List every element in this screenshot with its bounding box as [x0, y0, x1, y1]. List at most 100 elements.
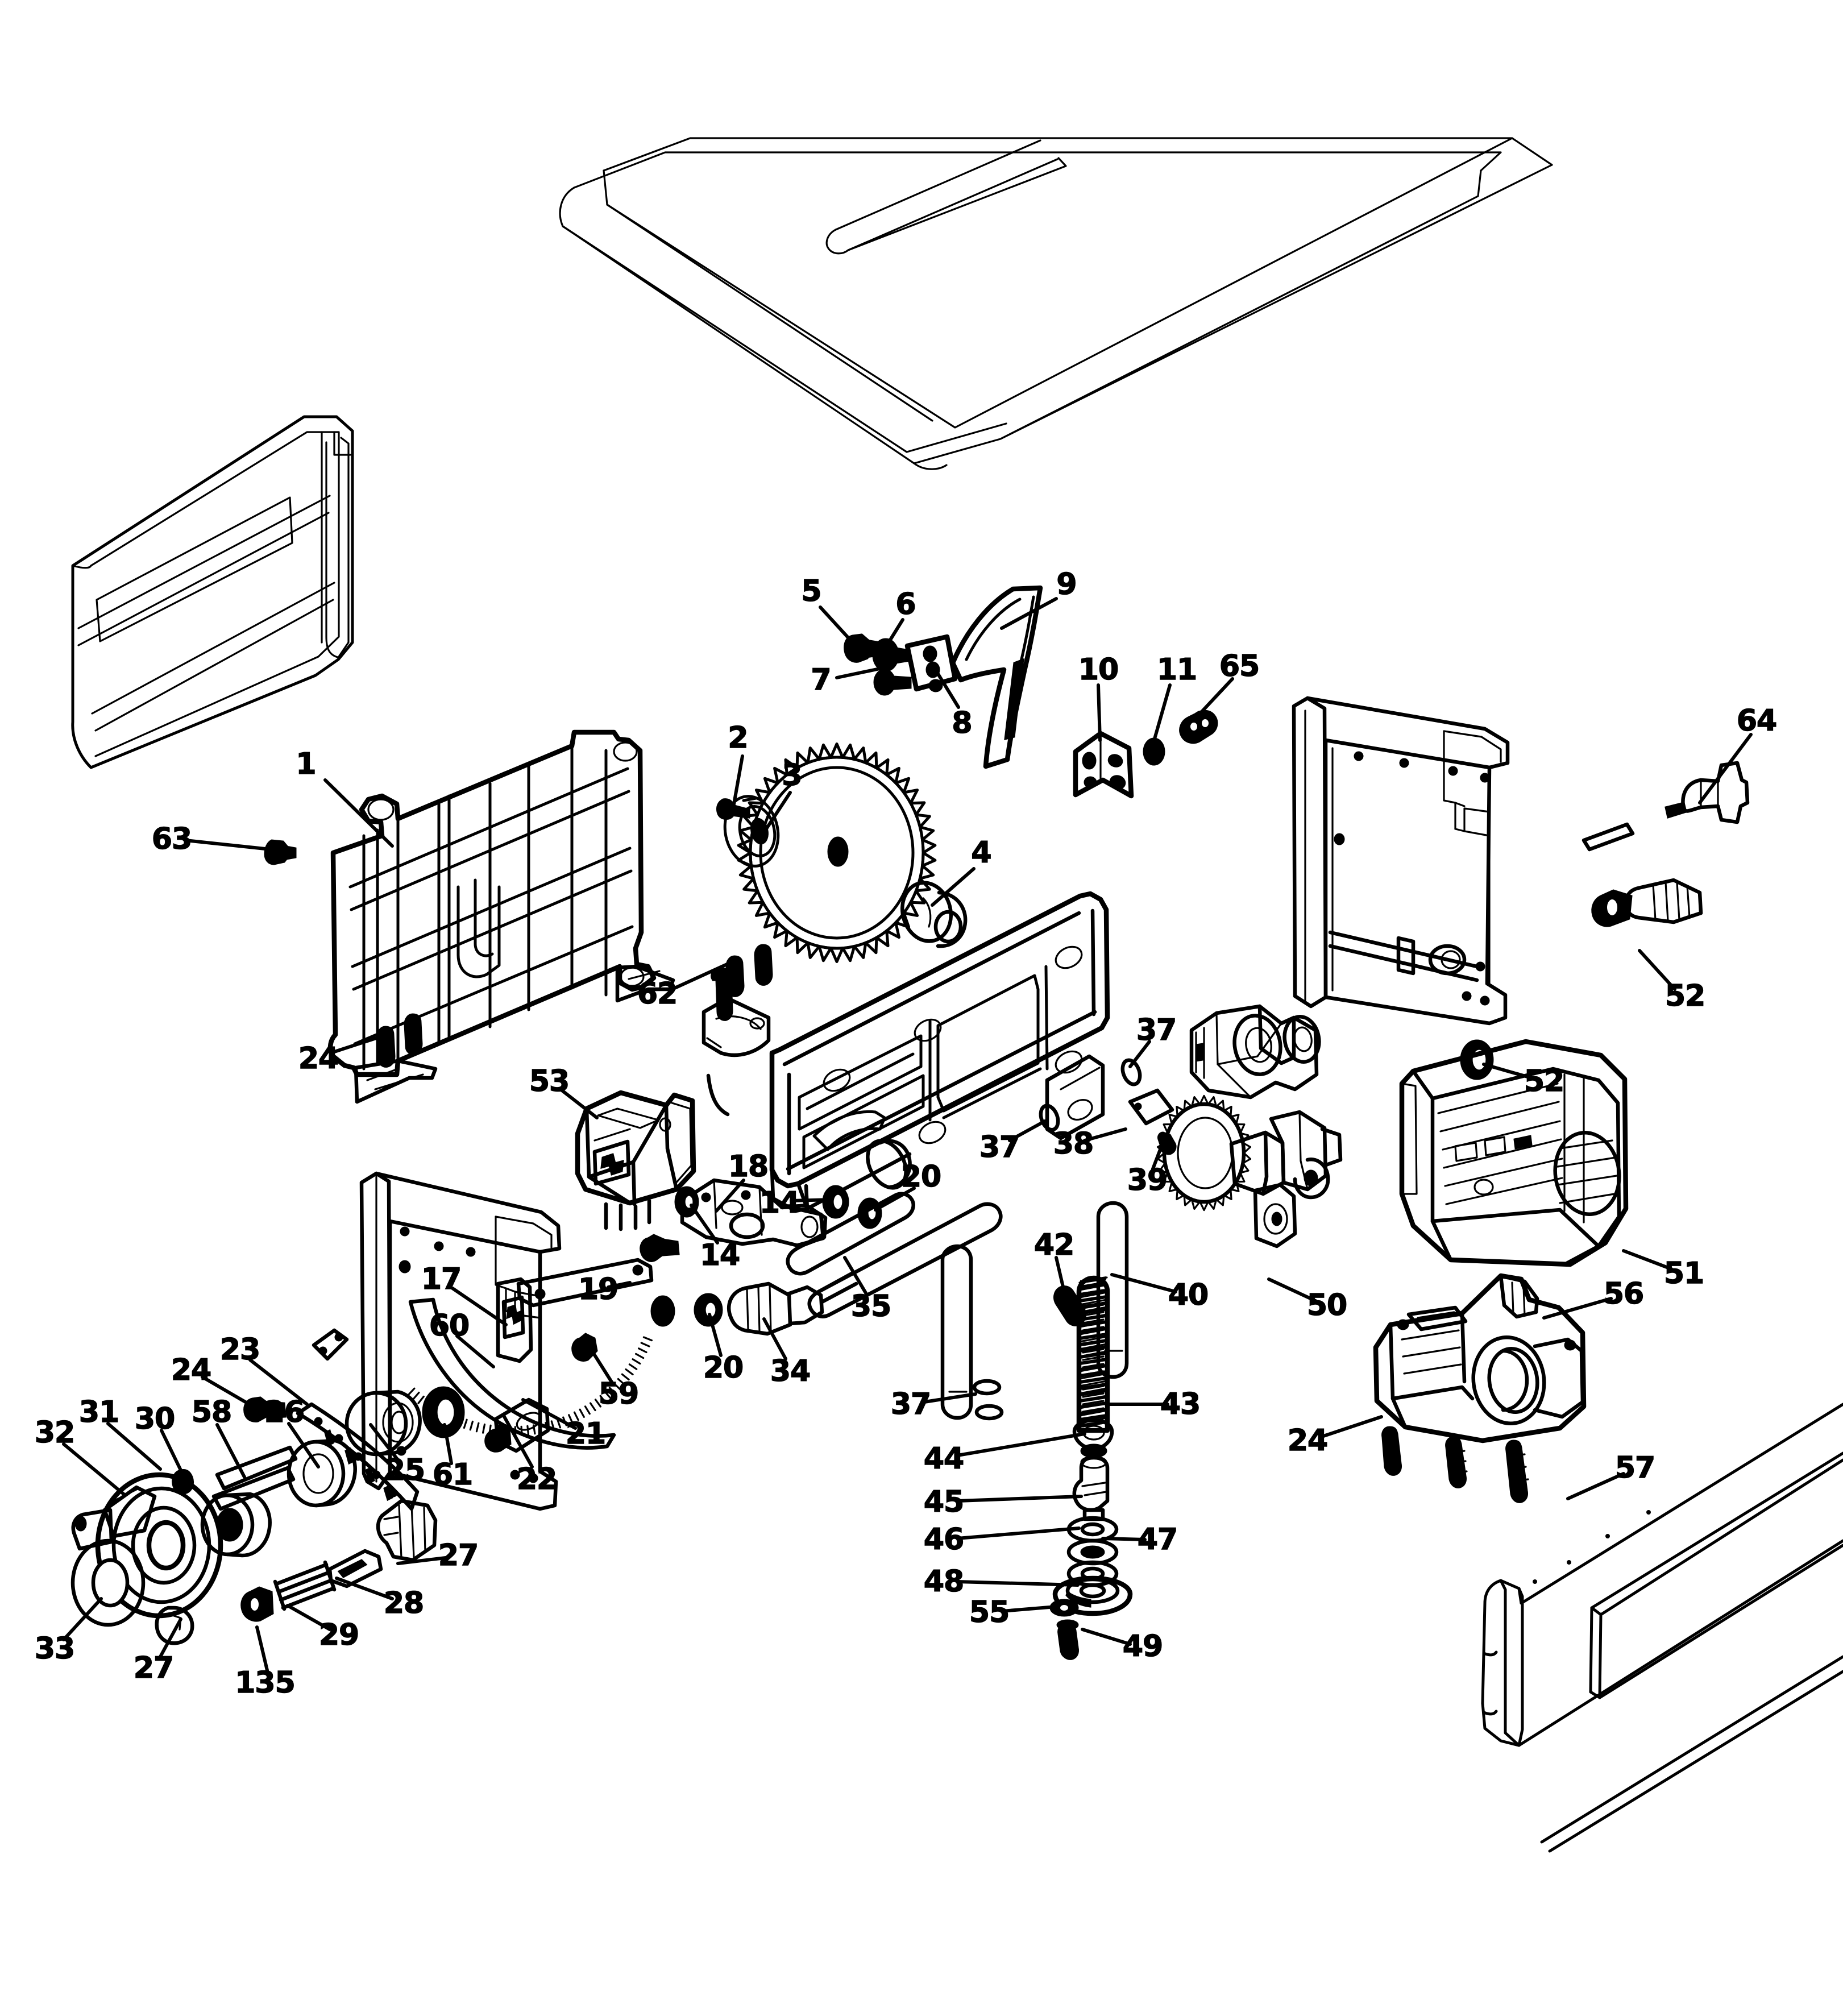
callout-leader-14	[790, 1198, 833, 1202]
part-switch-53	[575, 1090, 696, 1231]
part-pulley-25	[344, 1389, 422, 1457]
callout-34: 34	[770, 1354, 811, 1388]
callout-leader-37	[923, 1392, 977, 1404]
callout-leader-14	[690, 1204, 719, 1245]
callout-19: 19	[578, 1272, 619, 1306]
callout-leader-34	[762, 1317, 787, 1360]
callout-53: 53	[529, 1064, 570, 1098]
callout-leader-50	[1267, 1277, 1317, 1302]
callout-leader-29	[286, 1604, 331, 1631]
part-o-ring-37b	[1039, 1104, 1060, 1132]
callout-leader-40	[1110, 1273, 1177, 1293]
callout-leader-42	[1055, 1256, 1066, 1293]
part-gearbox-top	[1189, 1004, 1321, 1100]
part-gearbox-56	[1373, 1273, 1587, 1443]
callout-60: 60	[429, 1309, 470, 1343]
callout-3: 3	[782, 758, 803, 793]
part-guide-rod-40a	[940, 1244, 973, 1420]
callout-42: 42	[1033, 1228, 1075, 1262]
callout-63: 63	[151, 822, 193, 856]
callout-52: 52	[1524, 1064, 1565, 1098]
callout-10: 10	[1078, 653, 1119, 687]
part-ring-61	[422, 1386, 465, 1438]
callout-7: 7	[811, 663, 832, 697]
callout-leader-65	[1198, 677, 1234, 716]
callout-leader-4	[931, 867, 976, 907]
callout-135: 135	[234, 1666, 296, 1700]
callout-leader-62	[668, 959, 736, 992]
callout-4: 4	[971, 836, 993, 870]
part-spring-29	[273, 1560, 337, 1611]
part-screws-24-57	[1381, 1426, 1529, 1503]
part-mounting-plate-17	[359, 1171, 562, 1511]
callout-37: 37	[979, 1130, 1020, 1164]
callout-leader-22	[502, 1414, 534, 1469]
part-gear-assembly-50	[1156, 1094, 1343, 1248]
callout-leader-19	[607, 1281, 632, 1289]
callout-leader-38	[1083, 1127, 1127, 1142]
callout-17: 17	[421, 1262, 462, 1296]
part-riving-knife-9	[950, 585, 1043, 769]
part-pin-above-scale	[312, 1328, 349, 1361]
callout-leader-27	[159, 1617, 182, 1658]
callout-31: 31	[78, 1395, 120, 1429]
callout-27: 27	[438, 1538, 479, 1573]
callout-20: 20	[703, 1351, 744, 1385]
callout-leader-7	[835, 667, 882, 679]
callout-leader-8	[935, 670, 960, 709]
callout-65: 65	[1219, 649, 1260, 683]
callout-leader-39	[1151, 1134, 1167, 1171]
part-motor-51	[1399, 1039, 1629, 1267]
part-nut-65	[1179, 710, 1218, 744]
part-locking-pin-28	[327, 1549, 383, 1588]
callout-leader-26	[287, 1422, 320, 1469]
callout-leader-63	[184, 839, 272, 851]
part-right-panel	[1292, 696, 1510, 1026]
callout-33: 33	[34, 1632, 76, 1666]
part-pin-59	[571, 1333, 598, 1362]
part-o-rings-37c	[972, 1379, 1004, 1421]
callout-leader-45	[956, 1495, 1083, 1503]
callout-14: 14	[699, 1238, 741, 1272]
callout-leader-24	[1318, 1415, 1383, 1439]
callout-43: 43	[1160, 1387, 1201, 1421]
callout-leader-44	[956, 1432, 1086, 1457]
callout-45: 45	[923, 1485, 965, 1519]
part-rod-upper	[786, 1192, 915, 1276]
part-o-ring-37a	[1120, 1058, 1142, 1086]
callout-leader-20	[874, 1187, 916, 1212]
callout-leader-57	[1566, 1472, 1625, 1500]
callout-leader-11	[1151, 683, 1172, 746]
callout-62: 62	[637, 977, 678, 1011]
callout-leader-61	[443, 1423, 453, 1465]
callout-9: 9	[1056, 567, 1078, 602]
callout-2: 2	[728, 721, 749, 755]
callout-leader-51	[1622, 1249, 1673, 1271]
callout-39: 39	[1127, 1163, 1168, 1197]
part-cap-27-upper	[376, 1499, 438, 1562]
part-knob-64	[1582, 761, 1750, 852]
part-lever-bracket-21	[484, 1397, 550, 1453]
callout-59: 59	[598, 1377, 640, 1411]
callout-64: 64	[1736, 704, 1778, 738]
callout-1: 1	[296, 747, 317, 781]
callout-leader-33	[62, 1597, 103, 1641]
callout-29: 29	[318, 1618, 360, 1652]
callout-37: 37	[890, 1387, 932, 1421]
callout-51: 51	[1663, 1256, 1705, 1291]
callout-leader-6	[883, 618, 904, 650]
part-main-frame	[701, 891, 1110, 1213]
callout-32: 32	[34, 1416, 76, 1450]
callout-leader-37	[1008, 1119, 1047, 1142]
part-tilt-shaft-35	[807, 1202, 1003, 1318]
part-bushing-52a	[1591, 878, 1703, 927]
callout-57: 57	[1614, 1451, 1656, 1485]
callout-61: 61	[432, 1458, 474, 1492]
part-cover-plate-38	[1128, 1088, 1174, 1126]
callout-22: 22	[516, 1462, 558, 1496]
callout-leader-28	[335, 1577, 394, 1600]
callout-leader-18	[715, 1179, 745, 1213]
callout-6: 6	[895, 587, 917, 621]
